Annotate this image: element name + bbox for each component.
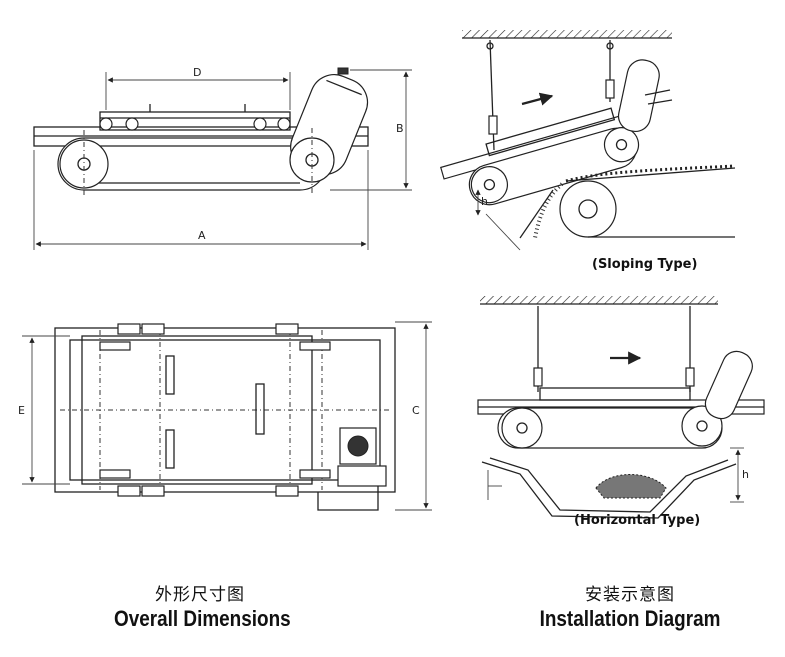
- trough-belt: [489, 457, 729, 513]
- reducer: [337, 465, 387, 487]
- conveyor-pulley: [559, 180, 617, 238]
- horizontal-type-label: (Horizontal Type): [574, 513, 700, 528]
- overall-caption-cn: 外形尺寸图: [155, 585, 245, 605]
- sloping-separator: [440, 107, 647, 206]
- horizontal-h-label: h: [742, 468, 749, 481]
- magnet-block: [99, 111, 291, 131]
- installation-horizontal-view: h (Horizontal Type): [477, 296, 765, 528]
- installation-sloping-view: h (Sloping Type): [440, 30, 736, 272]
- carrier-roller: [125, 117, 139, 131]
- horizontal-separator: [477, 350, 765, 449]
- dimension-E-label: E: [18, 404, 25, 417]
- installation-caption-cn: 安装示意图: [585, 585, 675, 605]
- carrier-roller: [253, 117, 267, 131]
- carrier-roller: [99, 117, 113, 131]
- sloping-type-label: (Sloping Type): [592, 257, 697, 272]
- dimension-A-label: A: [198, 229, 206, 242]
- material-pile: [595, 474, 667, 499]
- direction-arrow: [521, 92, 554, 106]
- overall-side-view: D B A: [33, 66, 412, 250]
- outer-frame: [54, 327, 396, 493]
- carrier-roller: [277, 117, 291, 131]
- installation-caption-en: Installation Diagram: [539, 606, 721, 631]
- dimension-C-label: C: [412, 404, 420, 417]
- left-pulley: [59, 139, 109, 189]
- sloping-h-label: h: [481, 195, 488, 208]
- overall-caption-en: Overall Dimensions: [114, 606, 291, 631]
- overall-top-view: E C: [18, 321, 432, 511]
- dimension-D-label: D: [193, 66, 201, 79]
- dimension-B-label: B: [396, 122, 404, 135]
